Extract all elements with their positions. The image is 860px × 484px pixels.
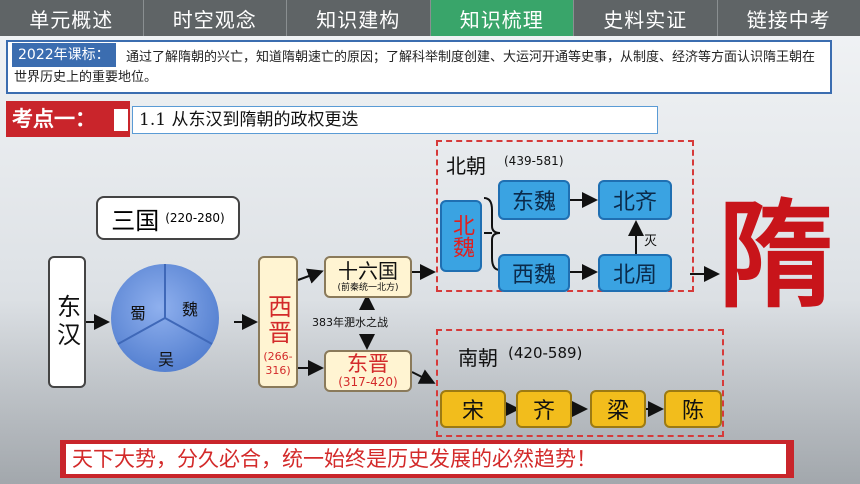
xiwei-label: 西魏 bbox=[511, 263, 556, 288]
south-box-liang: 梁 bbox=[590, 390, 646, 428]
south-label-chen: 陈 bbox=[681, 399, 704, 424]
sanguo-years: (220-280) bbox=[165, 211, 225, 225]
sui-character: 隋 bbox=[718, 188, 834, 324]
conclusion-banner: 天下大势，分久必合，统一始终是历史发展的必然趋势！ bbox=[60, 440, 794, 478]
kaodian-label: 考点一： bbox=[6, 101, 130, 137]
xiwei-box: 西魏 bbox=[498, 254, 570, 292]
tab-unit-overview[interactable]: 单元概述 bbox=[0, 0, 144, 36]
xijin-years: (266-316) bbox=[263, 350, 293, 377]
pie-label-shu: 蜀 bbox=[130, 304, 147, 323]
tab-knowledge-build[interactable]: 知识建构 bbox=[287, 0, 431, 36]
top-nav: 单元概述 时空观念 知识建构 知识梳理 史料实证 链接中考 bbox=[0, 0, 860, 36]
tab-evidence[interactable]: 史料实证 bbox=[574, 0, 718, 36]
battle-label: 383年淝水之战 bbox=[312, 316, 388, 329]
topic-title: 1.1 从东汉到隋朝的政权更迭 bbox=[132, 106, 658, 134]
south-box-qi: 齐 bbox=[516, 390, 572, 428]
tab-knowledge-review[interactable]: 知识梳理 bbox=[430, 0, 574, 36]
kaodian-marker bbox=[112, 107, 130, 133]
curriculum-standard-box: 通过了解隋朝的兴亡，知道隋朝速亡的原因；了解科举制度创建、大运河开通等史事，从制… bbox=[6, 40, 832, 94]
dongjin-label: 东晋 bbox=[347, 352, 389, 376]
standard-text: 通过了解隋朝的兴亡，知道隋朝速亡的原因；了解科举制度创建、大运河开通等史事，从制… bbox=[14, 50, 816, 85]
pie-label-wu: 吴 bbox=[158, 350, 175, 369]
south-dynasties-region bbox=[436, 329, 724, 437]
beichao-years: (439-581) bbox=[504, 154, 564, 168]
beiqi-label: 北齐 bbox=[612, 190, 657, 215]
xijin-label: 西晋 bbox=[263, 294, 292, 346]
shiliuguo-box: 十六国 (前秦统一北方) bbox=[324, 256, 412, 298]
south-box-song: 宋 bbox=[440, 390, 506, 428]
beiqi-box: 北齐 bbox=[598, 180, 672, 220]
dongwei-label: 东魏 bbox=[511, 190, 556, 215]
sanguo-box: 三国 (220-280) bbox=[96, 196, 240, 240]
mie-label: 灭 bbox=[644, 234, 658, 249]
xijin-box: 西晋 (266-316) bbox=[258, 256, 298, 388]
donghan-box: 东汉 bbox=[48, 256, 86, 388]
nanchao-years: (420-589) bbox=[508, 344, 583, 362]
beichao-label: 北朝 bbox=[446, 154, 486, 178]
south-label-liang: 梁 bbox=[606, 399, 629, 424]
south-label-song: 宋 bbox=[461, 399, 484, 424]
sanguo-label: 三国 bbox=[111, 206, 160, 235]
dongjin-years: (317-420) bbox=[338, 375, 398, 389]
shiliuguo-note: (前秦统一北方) bbox=[337, 283, 399, 293]
beizhou-box: 北周 bbox=[598, 254, 672, 292]
donghan-label: 东汉 bbox=[52, 294, 81, 350]
nanchao-label: 南朝 bbox=[458, 346, 498, 370]
conclusion-text: 天下大势，分久必合，统一始终是历史发展的必然趋势！ bbox=[66, 444, 786, 474]
dongwei-box: 东魏 bbox=[498, 180, 570, 220]
tab-time-space[interactable]: 时空观念 bbox=[144, 0, 287, 36]
beizhou-label: 北周 bbox=[612, 263, 657, 288]
tab-exam-link[interactable]: 链接中考 bbox=[746, 7, 831, 32]
south-box-chen: 陈 bbox=[664, 390, 722, 428]
south-label-qi: 齐 bbox=[532, 399, 555, 424]
standard-label: 2022年课标： bbox=[12, 43, 116, 67]
dongjin-box: 东晋 (317-420) bbox=[324, 350, 412, 392]
pie-label-wei: 魏 bbox=[182, 300, 199, 319]
beiwei-label: 北魏 bbox=[449, 214, 474, 258]
beiwei-box: 北魏 bbox=[440, 200, 482, 272]
shiliuguo-label: 十六国 bbox=[338, 259, 398, 283]
